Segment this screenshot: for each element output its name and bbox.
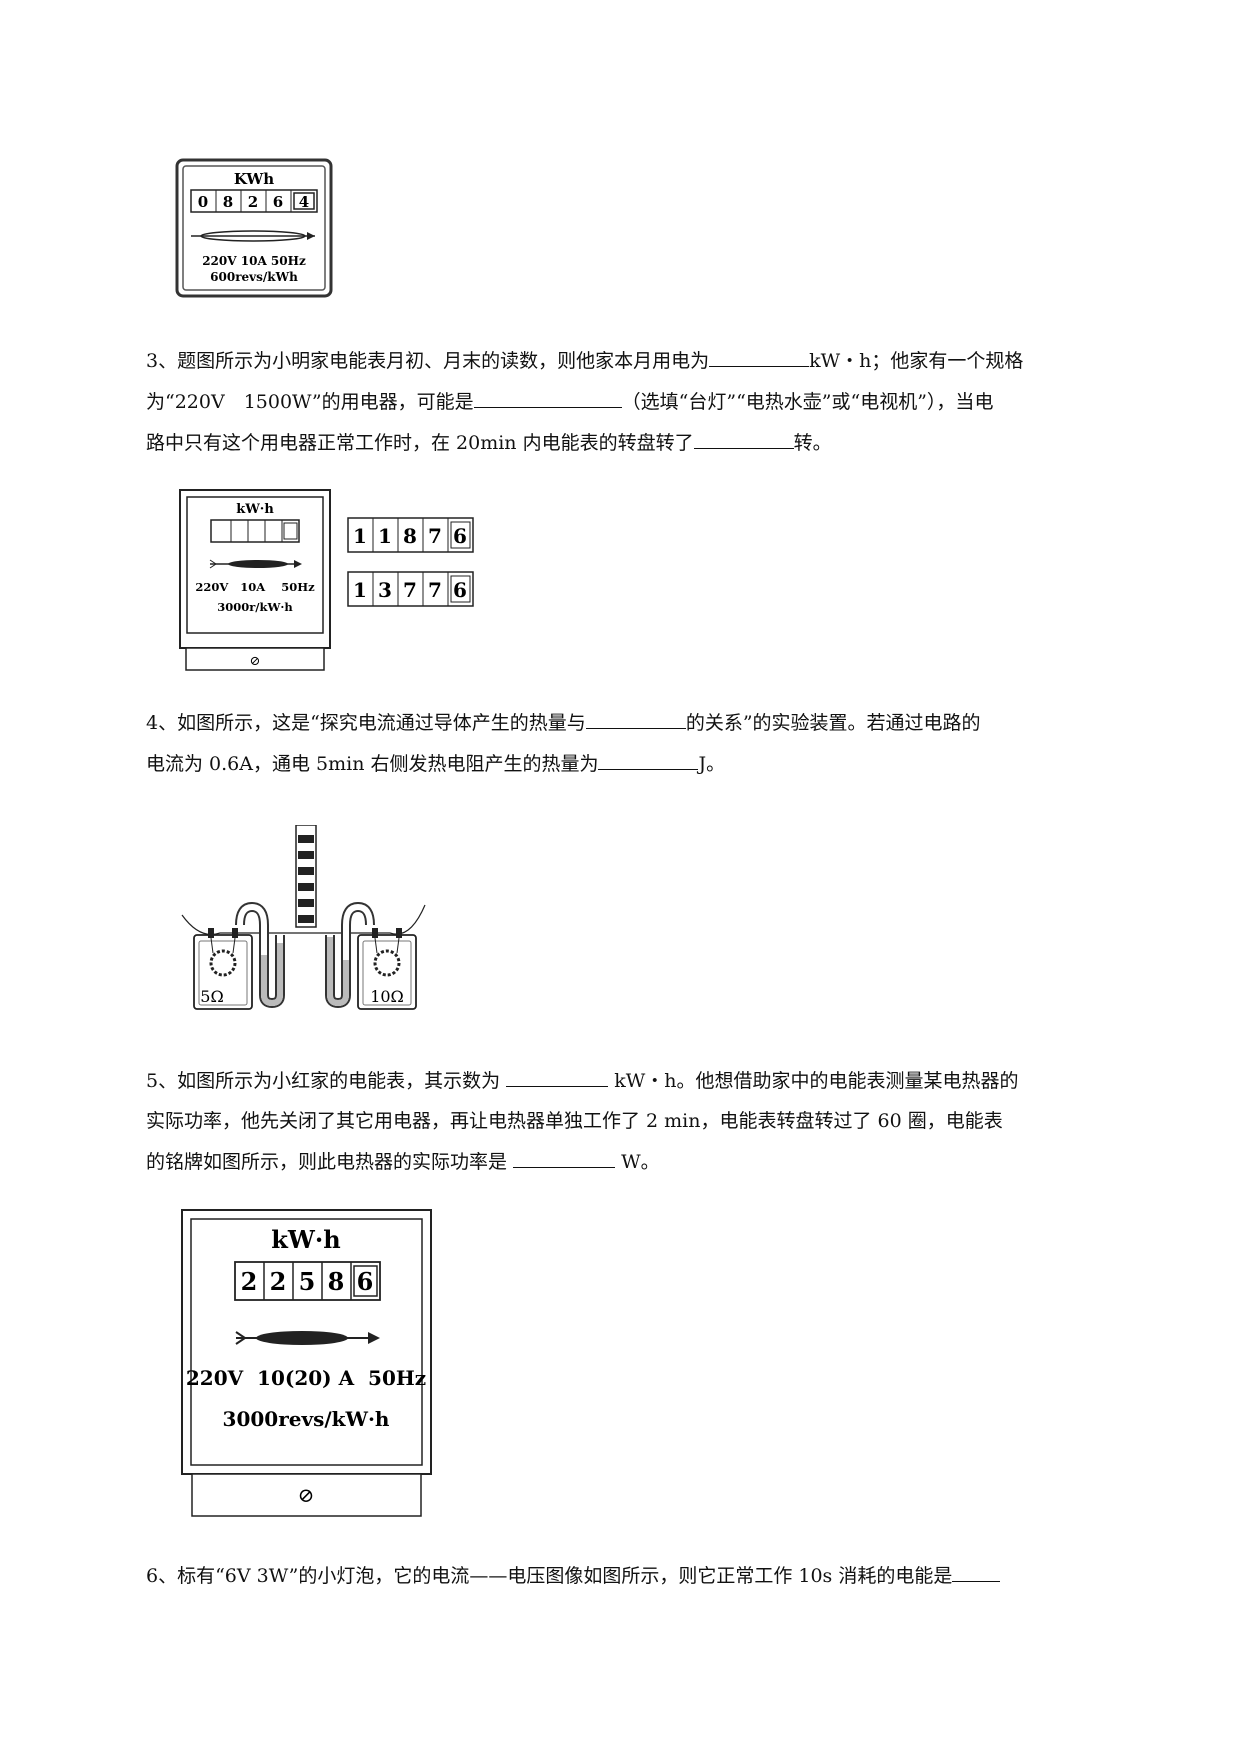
meter3-revs: 3000revs/kW·h — [223, 1407, 390, 1431]
meter-figure-1: KWh 0 8 2 6 4 220V 10A 50Hz 600revs/kWh — [175, 158, 333, 298]
left-container: 5Ω — [193, 928, 253, 1010]
meter3-digit: 2 — [270, 1267, 287, 1296]
meter3-digit: 6 — [357, 1267, 374, 1296]
meter2-symbol: ⊘ — [250, 654, 261, 669]
question-4-line-1: 4、如图所示，这是“探究电流通过导体产生的热量与的关系”的实验装置。若通过电路的 — [146, 702, 1156, 743]
answer-blank[interactable] — [513, 1141, 616, 1168]
meter1-digit: 2 — [248, 193, 258, 211]
right-container: 10Ω — [357, 928, 417, 1010]
meter3-symbol: ⊘ — [298, 1483, 315, 1507]
right-u-tube — [325, 901, 375, 1009]
meter3-digits: 2 2 5 8 6 — [234, 1261, 381, 1301]
answer-blank[interactable] — [506, 1060, 609, 1087]
meter2-spec: 220V 10A 50Hz — [195, 580, 315, 594]
meter3-digit: 2 — [241, 1267, 258, 1296]
meter1-digits: 0 8 2 6 4 — [198, 190, 315, 212]
reading-digit: 1 — [353, 578, 367, 602]
reading-digit: 8 — [403, 524, 417, 548]
meter-figure-3: ⊘ kW·h 2 2 5 8 6 220V 10(20) A 50Hz 3000… — [181, 1209, 432, 1517]
left-u-tube — [235, 901, 285, 1009]
reading-digit: 3 — [378, 578, 392, 602]
reading-start: 1 1 8 7 6 — [347, 517, 474, 553]
right-resistor-label: 10Ω — [370, 987, 404, 1006]
answer-blank[interactable] — [598, 743, 699, 770]
question-5-line-3: 的铭牌如图所示，则此电热器的实际功率是 W。 — [146, 1141, 1156, 1182]
question-3-line-3: 路中只有这个用电器正常工作时，在 20min 内电能表的转盘转了转。 — [146, 422, 1156, 463]
joule-heating-apparatus: 5Ω 10Ω — [181, 825, 426, 1010]
question-5-line-2: 实际功率，他先关闭了其它用电器，再让电热器单独工作了 2 min，电能表转盘转过… — [146, 1110, 1003, 1132]
meter2-rotor-disc — [209, 559, 302, 569]
question-5: 5、如图所示为小红家的电能表，其示数为 kW・h。他想借助家中的电能表测量某电热… — [146, 1060, 1156, 1182]
meter1-spec: 220V 10A 50Hz — [202, 254, 306, 268]
meter1-digit: 8 — [223, 193, 233, 211]
meter2-revs: 3000r/kW·h — [217, 600, 293, 614]
meter1-rotor-disc — [191, 230, 315, 242]
reading-digit: 6 — [453, 578, 467, 602]
meter2-unit: kW·h — [236, 502, 274, 517]
question-6-line-1: 6、标有“6V 3W”的小灯泡，它的电流——电压图像如图所示，则它正常工作 10… — [146, 1555, 1156, 1596]
meter3-spec: 220V 10(20) A 50Hz — [186, 1366, 426, 1390]
answer-blank[interactable] — [709, 340, 810, 367]
reading-digit: 7 — [428, 578, 442, 602]
question-3-line-2: 为“220V 1500W”的用电器，可能是（选填“台灯”“电热水壶”或“电视机”… — [146, 381, 1156, 422]
answer-blank[interactable] — [693, 422, 794, 449]
reading-digit: 1 — [353, 524, 367, 548]
meter3-rotor-disc — [235, 1331, 380, 1345]
meter1-digit: 4 — [299, 193, 309, 211]
reading-end: 1 3 7 7 6 — [347, 571, 474, 607]
question-4: 4、如图所示，这是“探究电流通过导体产生的热量与的关系”的实验装置。若通过电路的… — [146, 702, 1156, 784]
meter1-unit: KWh — [234, 170, 274, 188]
reading-digit: 7 — [403, 578, 417, 602]
answer-blank[interactable] — [585, 702, 686, 729]
meter3-digit: 5 — [299, 1267, 316, 1296]
scale-ruler — [295, 825, 317, 928]
reading-digit: 7 — [428, 524, 442, 548]
answer-blank[interactable] — [473, 381, 622, 408]
question-5-line-1: 5、如图所示为小红家的电能表，其示数为 kW・h。他想借助家中的电能表测量某电热… — [146, 1060, 1156, 1101]
meter1-digit: 6 — [273, 193, 283, 211]
reading-digit: 1 — [378, 524, 392, 548]
meter1-revs: 600revs/kWh — [210, 270, 298, 284]
meter3-unit: kW·h — [271, 1225, 340, 1254]
answer-blank[interactable] — [952, 1555, 1001, 1582]
question-6: 6、标有“6V 3W”的小灯泡，它的电流——电压图像如图所示，则它正常工作 10… — [146, 1555, 1156, 1596]
meter3-digit: 8 — [328, 1267, 345, 1296]
reading-digit: 6 — [453, 524, 467, 548]
left-resistor-label: 5Ω — [200, 987, 223, 1006]
meter-figure-2: ⊘ kW·h 220V 10A 50Hz 3000r/kW·h 1 1 8 7 … — [179, 489, 474, 671]
meter2-empty-digits — [210, 519, 300, 543]
meter1-digit: 0 — [198, 193, 208, 211]
